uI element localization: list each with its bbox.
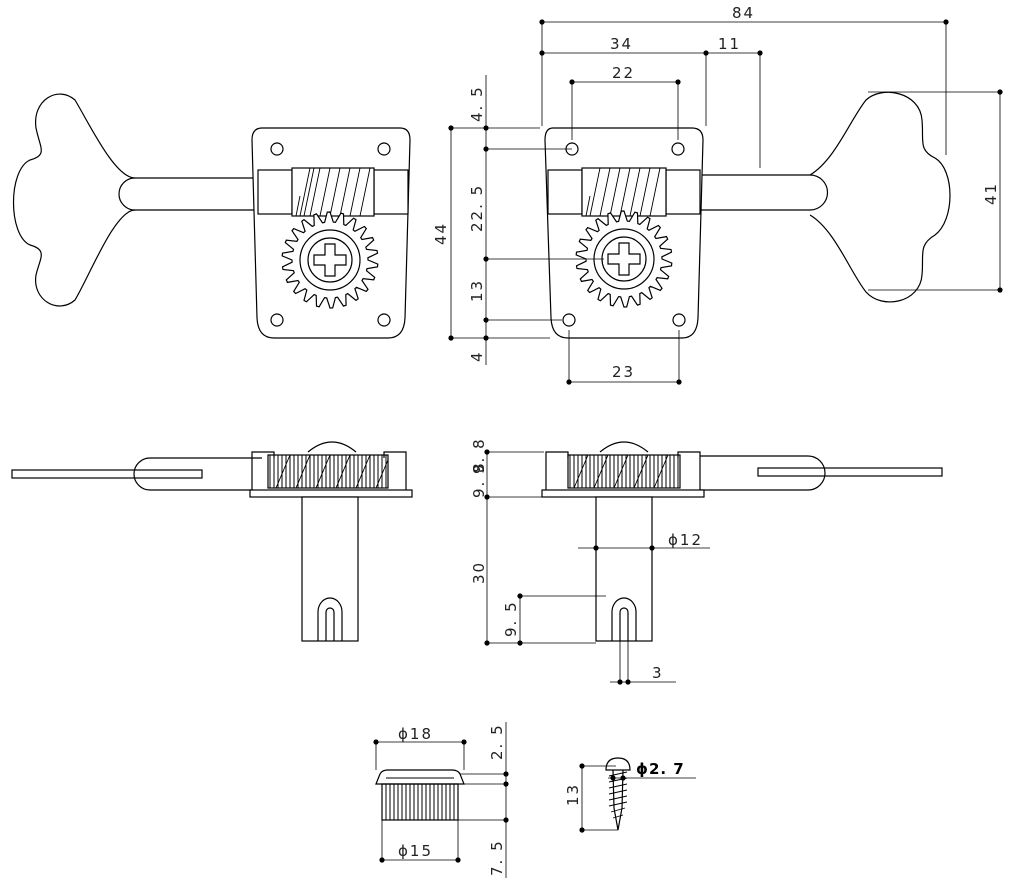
tuner-front-view-right (448, 19, 1003, 385)
dim-30-label: 30 (470, 561, 488, 584)
dim-9-8-gear-label: 9. 8 (470, 437, 488, 474)
dim-41-label: 41 (982, 182, 1000, 205)
dim-84-label: 84 (732, 4, 755, 22)
dim-9-8-plate-label: 9. 8 (470, 461, 488, 498)
dim-phi15-label: ϕ15 (398, 842, 433, 860)
dim-phi2-7-label: ϕ2. 7 (636, 760, 685, 778)
dim-22-label: 22 (612, 64, 635, 82)
tuner-button-right (809, 91, 951, 303)
tuner-front-view-left (13, 93, 411, 339)
tuner-side-view-right (484, 441, 943, 685)
dim-7-5-label: 7. 5 (488, 839, 506, 876)
dim-9-5-label: 9. 5 (502, 600, 520, 637)
screw-drawing (579, 757, 696, 833)
dim-screw-13-label: 13 (564, 783, 582, 806)
dimension-lines-top (448, 19, 1003, 385)
dim-11-label: 11 (718, 35, 741, 53)
dim-44-label: 44 (432, 222, 450, 245)
dim-4-5-label: 4. 5 (468, 85, 486, 122)
tuner-side-view-left (11, 441, 413, 642)
dim-2-5-label: 2. 5 (488, 723, 506, 760)
dimension-lines-side (484, 449, 710, 685)
tuner-button-left (13, 93, 136, 307)
gear-teeth (281, 211, 379, 309)
dim-phi12-label: ϕ12 (668, 531, 703, 549)
dim-23-label: 23 (612, 363, 635, 381)
dim-phi18-label: ϕ18 (398, 725, 433, 743)
bushing-drawing (373, 722, 509, 878)
dim-3-label: 3 (652, 664, 664, 682)
gear-left (281, 211, 379, 309)
dim-4-label: 4 (468, 350, 486, 362)
dim-22-5-label: 22. 5 (468, 184, 486, 232)
dim-34-label: 34 (610, 35, 633, 53)
dim-13-label: 13 (468, 279, 486, 302)
